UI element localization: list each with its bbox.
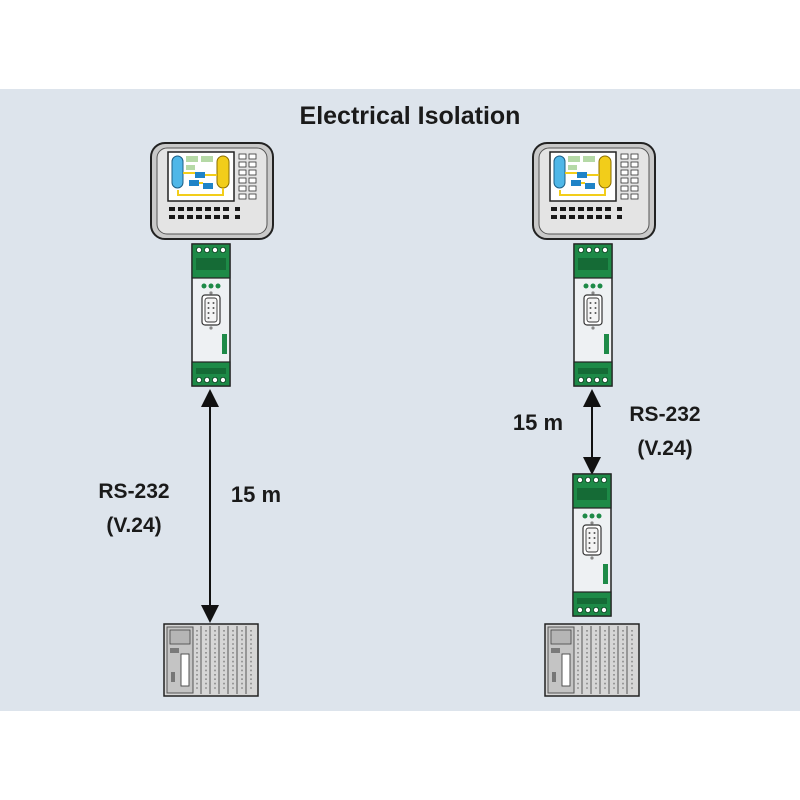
left-setup	[150, 142, 274, 697]
right-setup	[532, 142, 656, 697]
right-hmi-panel	[532, 142, 656, 240]
right-protocol-sublabel: (V.24)	[637, 437, 693, 460]
right-protocol-label: RS-232	[629, 403, 701, 426]
right-isolator-upper	[573, 243, 613, 387]
left-hmi-panel	[150, 142, 274, 240]
left-protocol-sublabel: (V.24)	[106, 514, 162, 537]
diagram-title: Electrical Isolation	[299, 102, 521, 130]
left-plc-rack	[163, 623, 259, 697]
right-plc-rack	[544, 623, 640, 697]
right-distance-label: 15 m	[512, 410, 564, 435]
left-protocol-label: RS-232	[98, 480, 170, 503]
left-isolator-module	[191, 243, 231, 387]
left-distance-label: 15 m	[230, 482, 282, 507]
right-isolator-lower	[572, 473, 612, 617]
